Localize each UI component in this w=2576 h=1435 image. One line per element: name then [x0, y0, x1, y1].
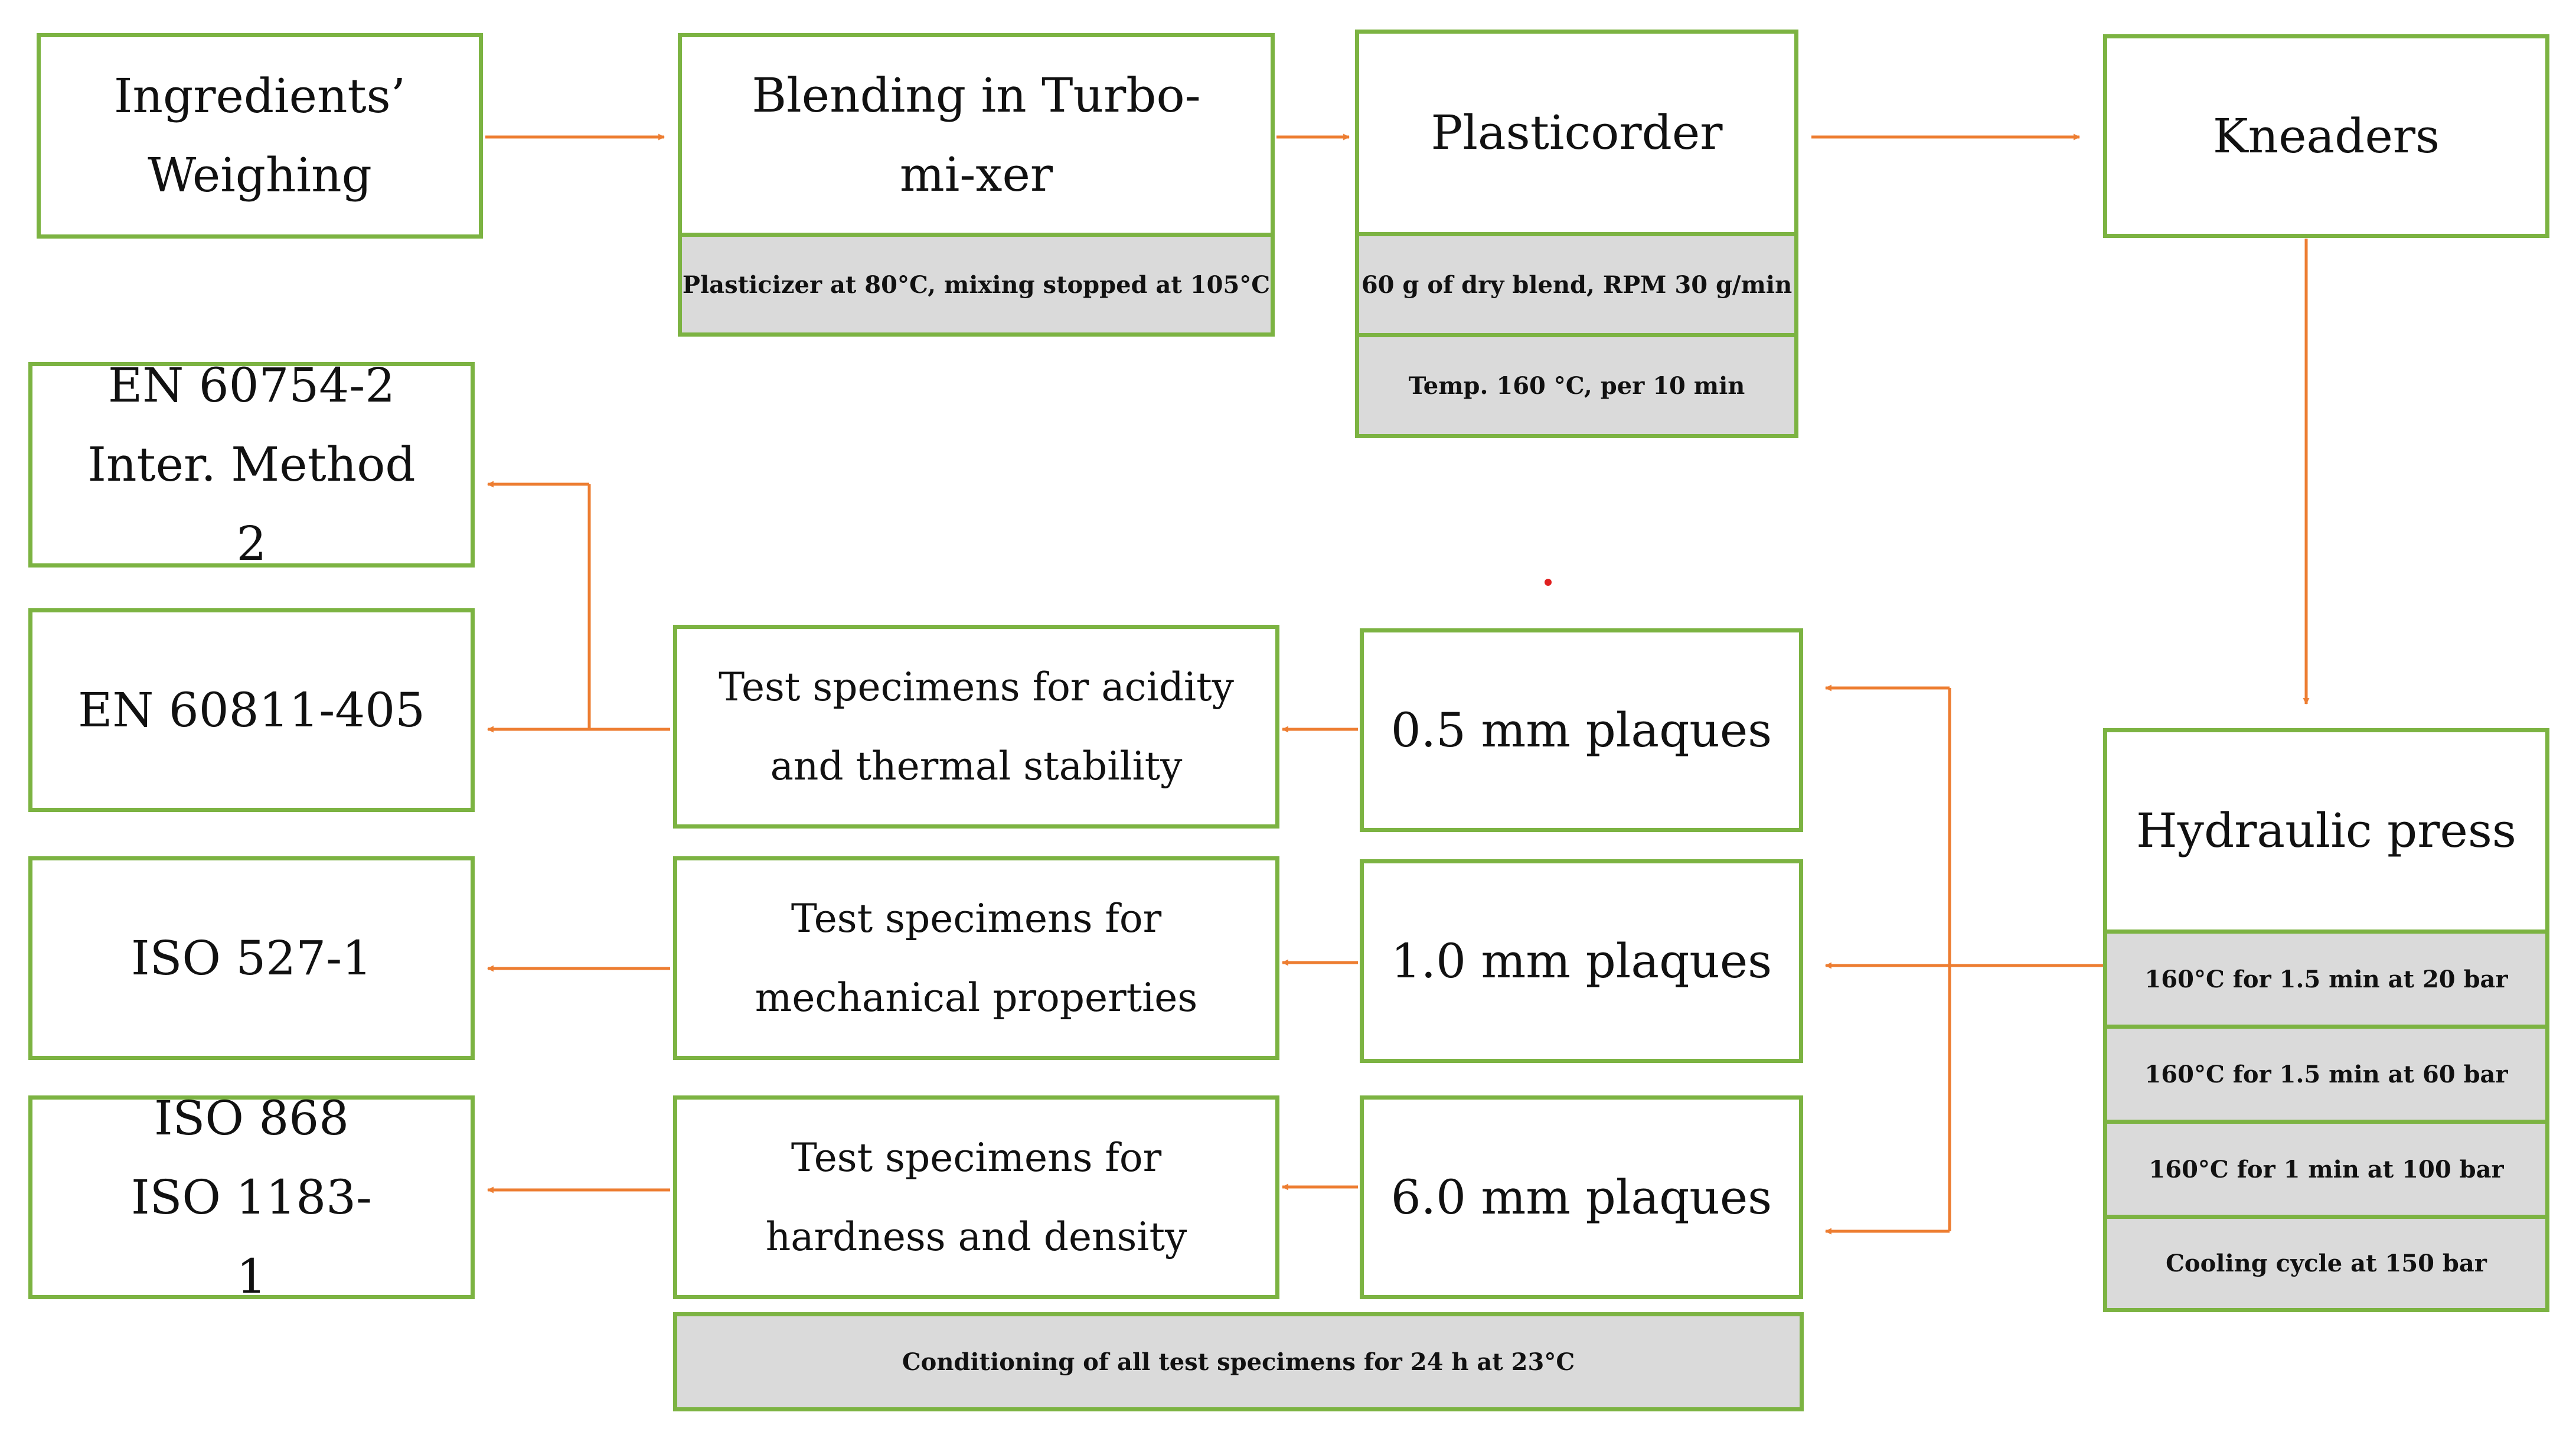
en-60754-box: EN 60754-2 Inter. Method 2 — [28, 358, 475, 571]
plasticorder-box: Plasticorder — [1355, 30, 1798, 236]
plaque-60-label: 6.0 mm plaques — [1390, 1169, 1772, 1225]
plaque-10-label: 1.0 mm plaques — [1390, 933, 1772, 989]
plaque-60-box: 6.0 mm plaques — [1360, 1095, 1803, 1299]
ts-mechanical-box: Test specimens for mechanical properties — [673, 856, 1279, 1060]
plasticorder-note-2: Temp. 160 °C, per 10 min — [1355, 333, 1798, 438]
plaque-10-box: 1.0 mm plaques — [1360, 859, 1803, 1063]
en-60811-box: EN 60811-405 — [28, 608, 475, 812]
kneaders-label: Kneaders — [2212, 108, 2440, 164]
ts-acidity-box: Test specimens for acidity and thermal s… — [673, 625, 1279, 829]
red-dot-marker — [1545, 579, 1552, 586]
ts-mechanical-label: Test specimens for mechanical properties — [755, 895, 1198, 1020]
blending-box: Blending in Turbo-mi-xer — [678, 33, 1275, 237]
press-note-3: 160°C for 1 min at 100 bar — [2103, 1120, 2549, 1219]
plasticorder-label: Plasticorder — [1431, 105, 1723, 160]
en-60811-label: EN 60811-405 — [77, 682, 426, 738]
conditioning-note: Conditioning of all test specimens for 2… — [673, 1312, 1804, 1411]
iso-868-label: ISO 868 ISO 1183-1 — [130, 1090, 373, 1304]
ts-hardness-box: Test specimens for hardness and density — [673, 1095, 1279, 1299]
iso-527-box: ISO 527-1 — [28, 856, 475, 1060]
plaque-05-box: 0.5 mm plaques — [1360, 628, 1803, 832]
plasticorder-note-1: 60 g of dry blend, RPM 30 g/min — [1355, 232, 1798, 337]
press-note-1: 160°C for 1.5 min at 20 bar — [2103, 930, 2549, 1029]
hydraulic-press-label: Hydraulic press — [2136, 803, 2516, 858]
blending-note: Plasticizer at 80°C, mixing stopped at 1… — [678, 233, 1275, 337]
press-note-2: 160°C for 1.5 min at 60 bar — [2103, 1025, 2549, 1124]
ts-hardness-label: Test specimens for hardness and density — [765, 1134, 1187, 1260]
plaque-05-label: 0.5 mm plaques — [1390, 702, 1772, 758]
ts-acidity-label: Test specimens for acidity and thermal s… — [719, 664, 1234, 789]
iso-527-label: ISO 527-1 — [130, 930, 373, 986]
press-note-4: Cooling cycle at 150 bar — [2103, 1215, 2549, 1312]
kneaders-box: Kneaders — [2103, 34, 2549, 238]
hydraulic-press-box: Hydraulic press — [2103, 728, 2549, 934]
ingredients-weighing-box: Ingredients’ Weighing — [37, 33, 483, 239]
iso-868-box: ISO 868 ISO 1183-1 — [28, 1091, 475, 1304]
blending-label: Blending in Turbo-mi-xer — [752, 67, 1201, 202]
ingredients-weighing-label: Ingredients’ Weighing — [113, 69, 406, 203]
en-60754-label: EN 60754-2 Inter. Method 2 — [87, 358, 416, 571]
